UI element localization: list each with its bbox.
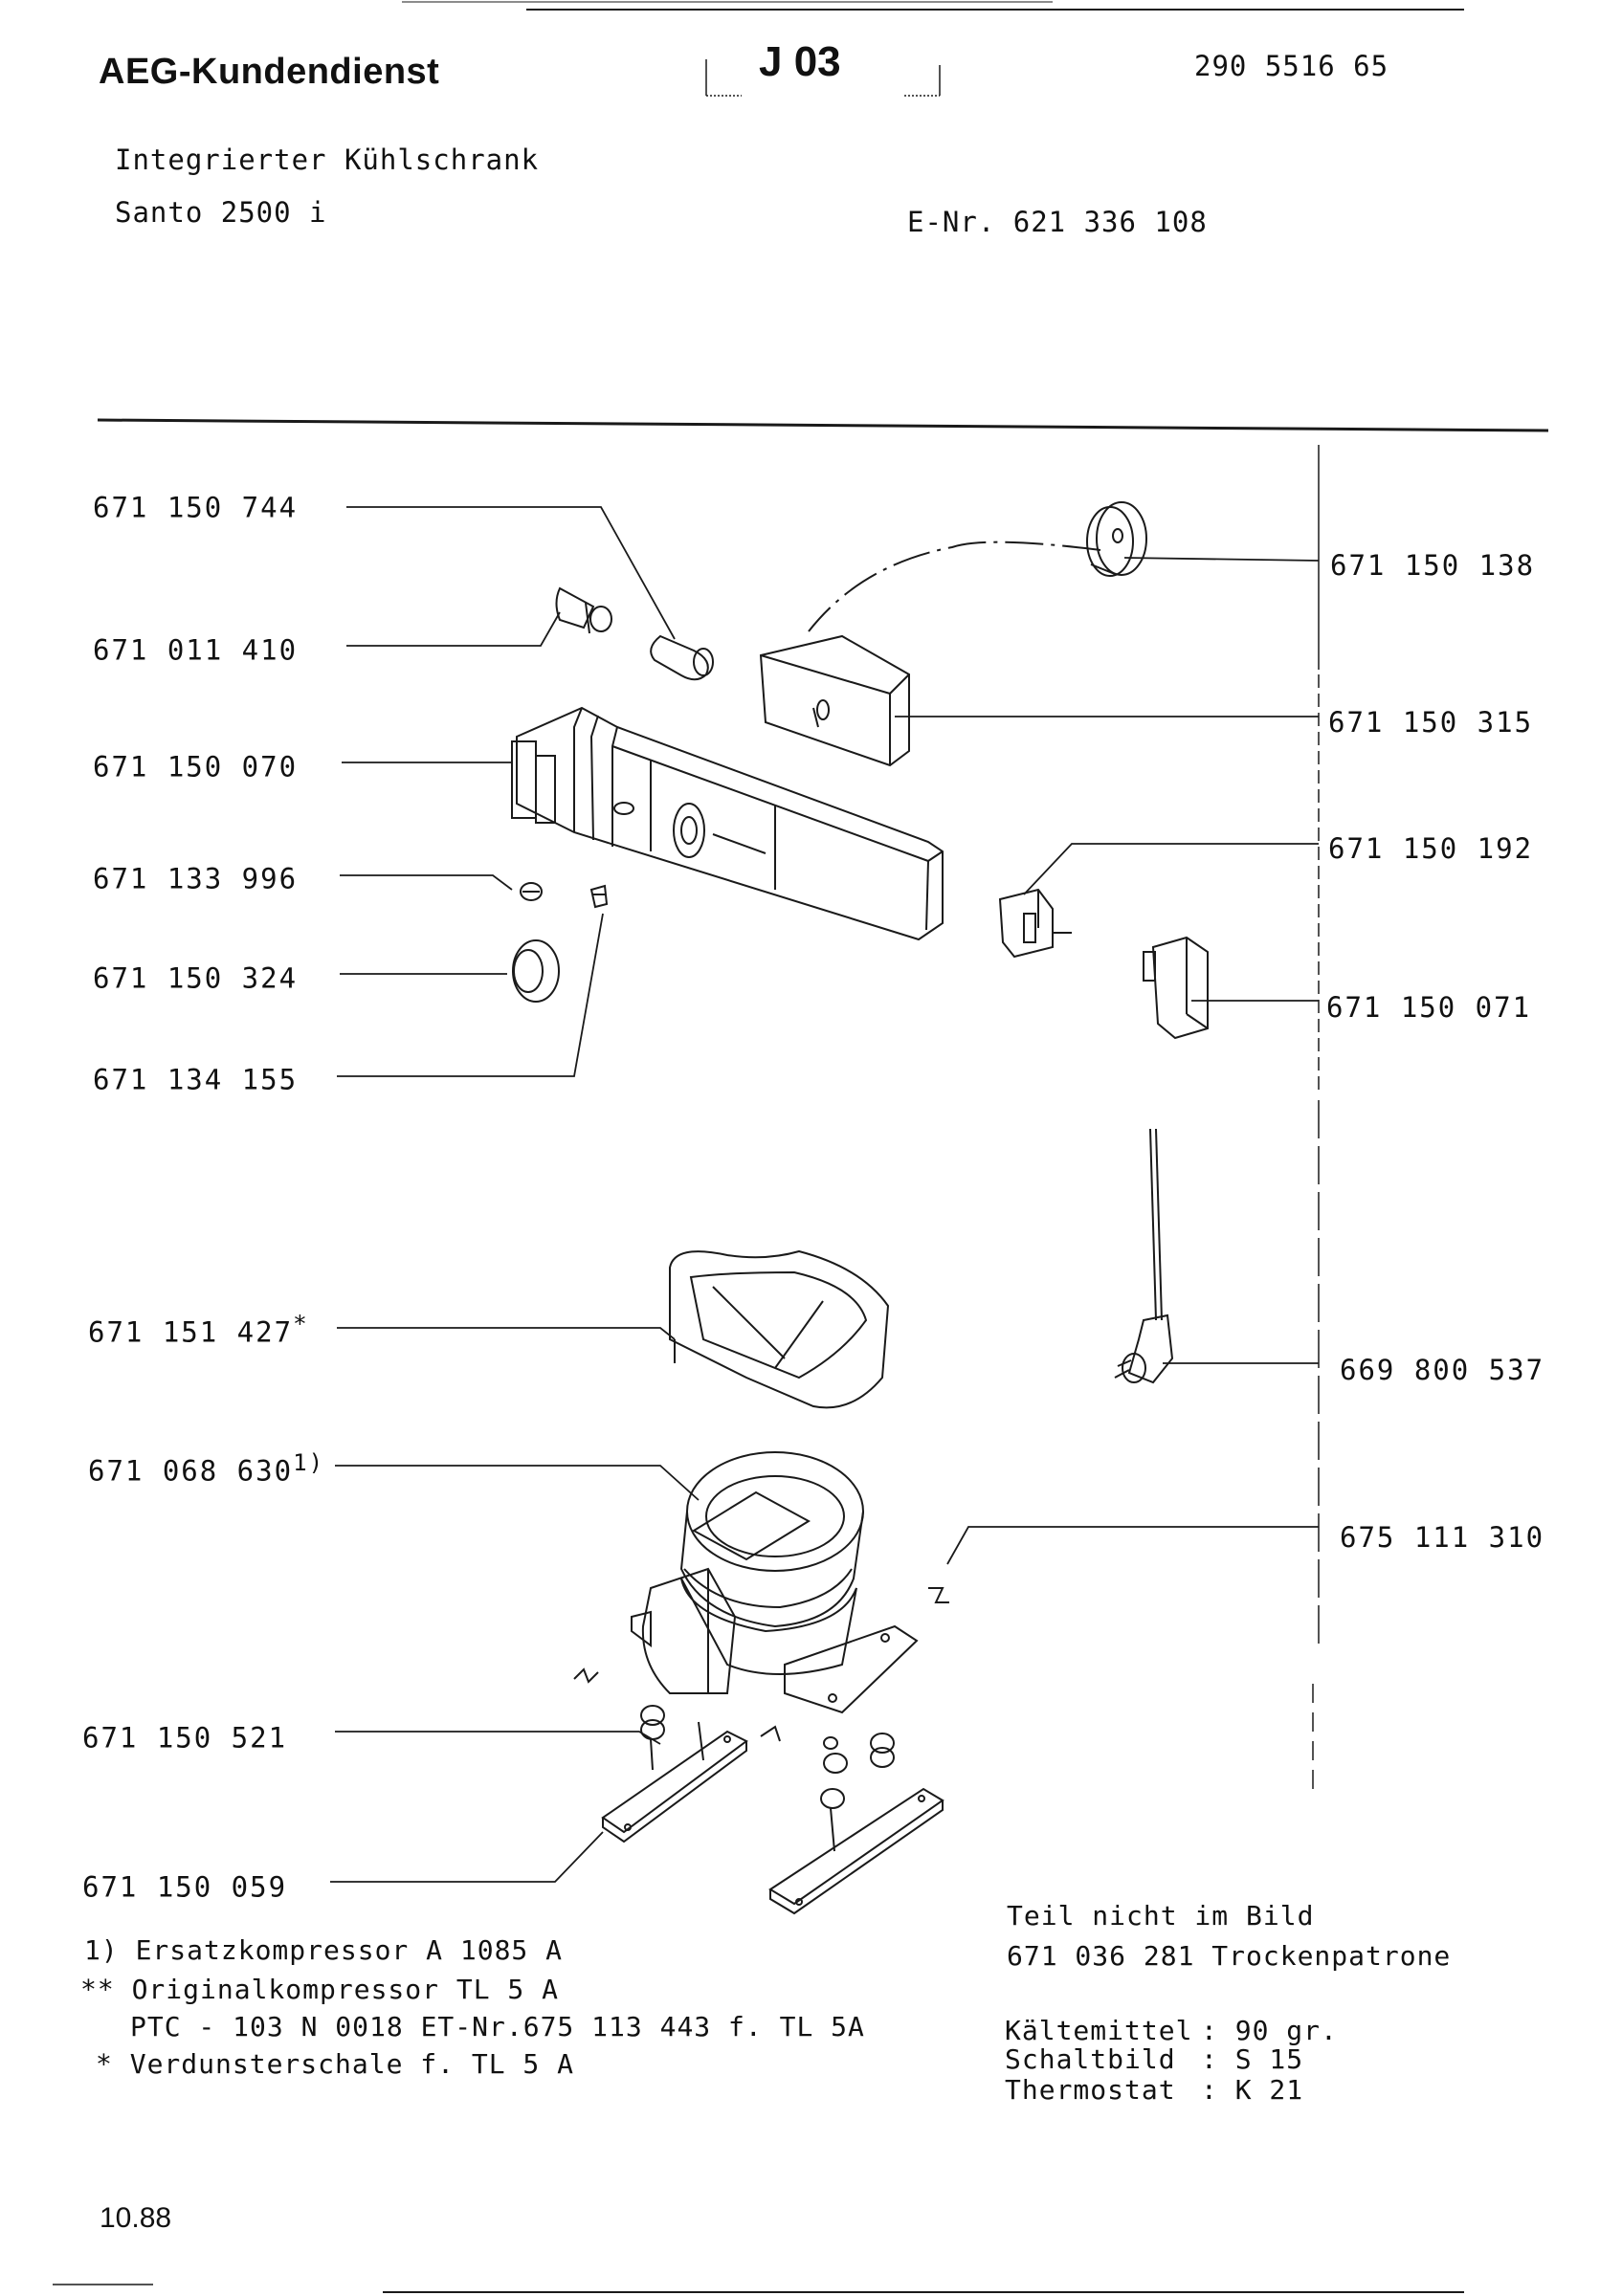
leader-lines-left: [330, 506, 700, 1883]
spec-wiring-label: Schaltbild: [1005, 2043, 1176, 2075]
footnote: 1) Ersatzkompressor A 1085 A: [84, 1934, 564, 1966]
lamp-cover: [512, 939, 560, 1003]
footnote: ** Originalkompressor TL 5 A: [80, 1974, 560, 2005]
spec-refrigerant-label: Kältemittel: [1005, 2015, 1193, 2046]
part-number-right: 669 800 537: [1340, 1354, 1545, 1386]
part-number-left: 671 150 070: [93, 750, 299, 784]
not-pictured-title: Teil nicht im Bild: [1007, 1900, 1315, 1932]
part-number-right: 671 150 315: [1328, 706, 1534, 739]
footnote: PTC - 103 N 0018 ET-Nr.675 113 443 f. TL…: [130, 2011, 865, 2042]
door-switch: [998, 888, 1072, 959]
part-number-left: 671 150 324: [93, 961, 299, 995]
mounting-rail-left: [601, 1705, 748, 1843]
clip: [589, 884, 609, 909]
leader-lines-right: [895, 557, 1320, 1565]
part-number-right: 671 150 071: [1326, 991, 1532, 1024]
product-type: Integrierter Kühlschrank: [115, 144, 540, 176]
power-cord-plug: [1114, 1128, 1174, 1384]
part-number-left: 671 134 155: [93, 1063, 299, 1096]
document-number: 290 5516 65: [1194, 50, 1389, 82]
light-housing: [511, 706, 944, 941]
part-number-left: 671 150 744: [93, 491, 299, 524]
part-number-right: 671 150 138: [1330, 549, 1536, 582]
spec-wiring-value: : S 15: [1201, 2043, 1304, 2075]
thermostat-box: [759, 634, 910, 767]
section-code: J 03: [759, 38, 841, 85]
part-number-left: 671 068 6301): [88, 1449, 325, 1488]
switch-cover: [1143, 936, 1209, 1040]
evaporation-tray: [669, 1249, 890, 1409]
part-number-left: 671 150 059: [82, 1870, 288, 1904]
lamp-socket: [650, 634, 714, 681]
part-number-left: 671 011 410: [93, 633, 299, 667]
spec-thermostat-value: : K 21: [1201, 2074, 1304, 2106]
header-rule: [97, 418, 1549, 432]
part-number-right: 675 111 310: [1340, 1521, 1545, 1554]
not-pictured-item: 671 036 281 Trockenpatrone: [1007, 1940, 1452, 1972]
thermostat-knob: [808, 501, 1147, 632]
footnote: * Verdunsterschale f. TL 5 A: [96, 2048, 575, 2080]
brand-title: AEG-Kundendienst: [99, 52, 440, 92]
e-number: E-Nr. 621 336 108: [907, 206, 1208, 238]
part-number-right: 671 150 192: [1328, 832, 1534, 865]
spec-thermostat-label: Thermostat: [1005, 2074, 1176, 2106]
clip: [573, 1587, 949, 1742]
compressor: [631, 1451, 919, 1714]
right-divider: [1312, 445, 1320, 1799]
part-number-left: 671 151 427*: [88, 1311, 309, 1349]
spring-clip: [520, 882, 543, 901]
part-number-left: 671 133 996: [93, 862, 299, 895]
spec-refrigerant-value: : 90 gr.: [1201, 2015, 1338, 2046]
print-date: 10.88: [100, 2202, 172, 2234]
part-number-left: 671 150 521: [82, 1721, 288, 1755]
section-code-brackets: [705, 59, 941, 97]
lamp-bulb: [555, 586, 612, 634]
model-name: Santo 2500 i: [115, 196, 327, 229]
mounting-rail-right: [768, 1733, 944, 1915]
